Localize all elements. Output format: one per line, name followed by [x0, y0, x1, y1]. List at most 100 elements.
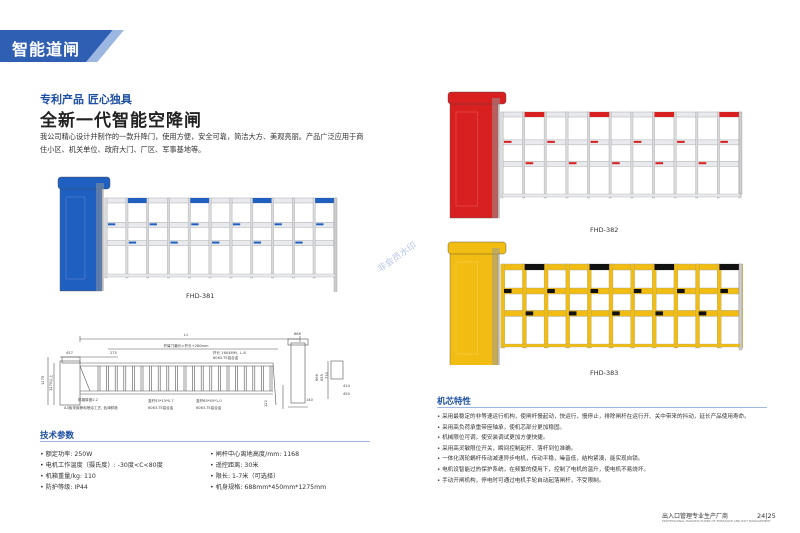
- watermark: 非会员水印: [376, 240, 419, 275]
- gate-accent-block: [589, 264, 610, 270]
- gate-accent-block: [149, 223, 157, 226]
- gate-accent-block: [719, 112, 739, 117]
- gate-accent-block: [524, 264, 545, 270]
- gate-post: [312, 197, 316, 279]
- gate-post: [500, 111, 504, 199]
- product-image-fhd-383: [447, 241, 743, 365]
- gate-post: [717, 111, 720, 199]
- gate-accent-block: [568, 162, 577, 165]
- gate-cabinet-door: [455, 261, 478, 355]
- spec-item: • 防护等级: IP44: [40, 484, 88, 491]
- gate-post: [630, 263, 635, 349]
- product-image-fhd-382: [447, 91, 743, 219]
- gate-post: [250, 197, 254, 279]
- dim-label: 666: [315, 373, 319, 381]
- gate-rail: [501, 139, 741, 146]
- dim-label: 杆长 1604MM、L-8: [213, 350, 247, 355]
- gate-accent-block: [504, 289, 512, 293]
- gate-accent-block: [127, 198, 147, 203]
- gate-accent-block: [655, 311, 664, 316]
- dim-label: 414: [343, 384, 351, 388]
- gate-end-post: [333, 197, 338, 292]
- feature-item: • 一体化涡轮蜗杆传动减速异步电机，传动平稳，噪音低，结构紧凑，能实现自锁。: [437, 456, 644, 463]
- feature-item: • 电机设智能过热保护系统，在频繁的使用下，控制了电机的温升，使电机不易烧坏。: [437, 466, 650, 473]
- gate-rail: [105, 222, 336, 228]
- gate-accent-block: [720, 289, 728, 293]
- gate-accent-block: [720, 140, 728, 143]
- dim-label: L1: [184, 333, 188, 337]
- footer-tagline: 出入口管理专业生产厂商: [662, 513, 729, 520]
- dim-label: 竖杆65*45*1.0: [196, 398, 222, 403]
- gate-accent-block: [719, 264, 739, 270]
- spec-item: • 电机工作温度（摄氏度）: -30度<C<80度: [40, 462, 163, 469]
- gate-accent-block: [612, 311, 620, 316]
- gate-cabinet-side: [492, 248, 500, 365]
- gate-accent-block: [315, 198, 334, 203]
- gate-accent-block: [128, 241, 137, 244]
- gate-post: [673, 111, 677, 199]
- gate-accent-block: [295, 241, 303, 244]
- gate-accent-block: [253, 241, 262, 244]
- dim-label: 6063-T5铝合金: [213, 355, 239, 360]
- gate-post: [167, 197, 170, 279]
- gate-accent-block: [212, 241, 220, 244]
- gate-post: [587, 111, 590, 199]
- feature-item: • 采用最稳定的非等速运行机构，使闸杆慢起动，快运行，慢停止，排除闸杆在运行开、…: [437, 414, 750, 420]
- gate-cabinet-door: [65, 196, 86, 280]
- gate-end-post: [738, 263, 743, 351]
- gate-accent-block: [590, 289, 599, 293]
- intro-subtitle: 专利产品 匠心独具: [40, 93, 132, 106]
- dim-label: 275: [110, 351, 117, 355]
- gate-post: [652, 111, 655, 199]
- gate-accent-block: [654, 112, 675, 117]
- dim-label: 457: [66, 351, 73, 355]
- gate-post: [673, 263, 679, 349]
- gate-accent-block: [698, 311, 707, 316]
- spec-item: • 限长: 1-7米（可选择）: [210, 473, 280, 480]
- gate-accent-block: [547, 140, 555, 143]
- features-list: • 采用最稳定的非等速运行机构，使闸杆慢起动，快运行，慢停止，排除闸杆在运行开、…: [437, 412, 767, 486]
- feature-item: • 机械限位可调，使安装调试更加方便快捷。: [437, 435, 549, 442]
- gate-rail: [501, 287, 741, 295]
- model-label: FHD-383: [590, 369, 619, 377]
- gate-post: [187, 197, 191, 279]
- spec-item: • 额定功率: 250W: [40, 451, 93, 458]
- feature-item: • 采用高灵敏限位开关，瞬间控制起杆、落杆到位准确。: [437, 445, 577, 452]
- gate-accent-block: [170, 241, 178, 244]
- gate-accent-block: [698, 162, 707, 165]
- gate-accent-block: [190, 198, 210, 203]
- gate-post: [608, 111, 612, 199]
- dim-label: 140: [306, 398, 314, 402]
- gate-post: [104, 197, 108, 279]
- intro-description: 我公司精心设计并制作的一款升降门，使用方便，安全可靠，简洁大方、美观亮丽。产品广…: [40, 132, 364, 154]
- gate-bottom-rail: [105, 273, 336, 278]
- dim-label: 杆臂门最长>杆长+280mm: [163, 343, 209, 348]
- model-label: FHD-381: [186, 292, 215, 300]
- gate-post: [271, 197, 274, 279]
- gate-post: [695, 263, 700, 349]
- gate-post: [608, 263, 614, 349]
- page-number: 24|25: [757, 512, 776, 520]
- gate-accent-block: [524, 112, 545, 117]
- gate-post: [652, 263, 657, 349]
- gate-accent-block: [274, 223, 282, 226]
- gate-post: [208, 197, 212, 279]
- dim-label: 122: [264, 400, 268, 407]
- gate-accent-block: [589, 112, 610, 117]
- dim-label: 1275: [41, 376, 45, 385]
- gate-accent-block: [612, 162, 620, 165]
- gate-post: [717, 263, 722, 349]
- gate-post: [229, 197, 233, 279]
- features-title: 机芯特性: [437, 397, 472, 407]
- gate-accent-block: [316, 223, 324, 226]
- gate-post: [522, 263, 527, 349]
- gate-accent-block: [633, 140, 642, 143]
- gate-accent-block: [677, 289, 685, 293]
- gate-accent-block: [677, 140, 685, 143]
- specs-divider: [40, 441, 370, 442]
- gate-accent-block: [633, 289, 642, 293]
- dim-label: 655: [320, 374, 324, 381]
- dim-label: 竖杆55*15*0.7: [148, 398, 174, 403]
- model-label: FHD-382: [590, 226, 619, 234]
- gate-accent-block: [525, 311, 534, 316]
